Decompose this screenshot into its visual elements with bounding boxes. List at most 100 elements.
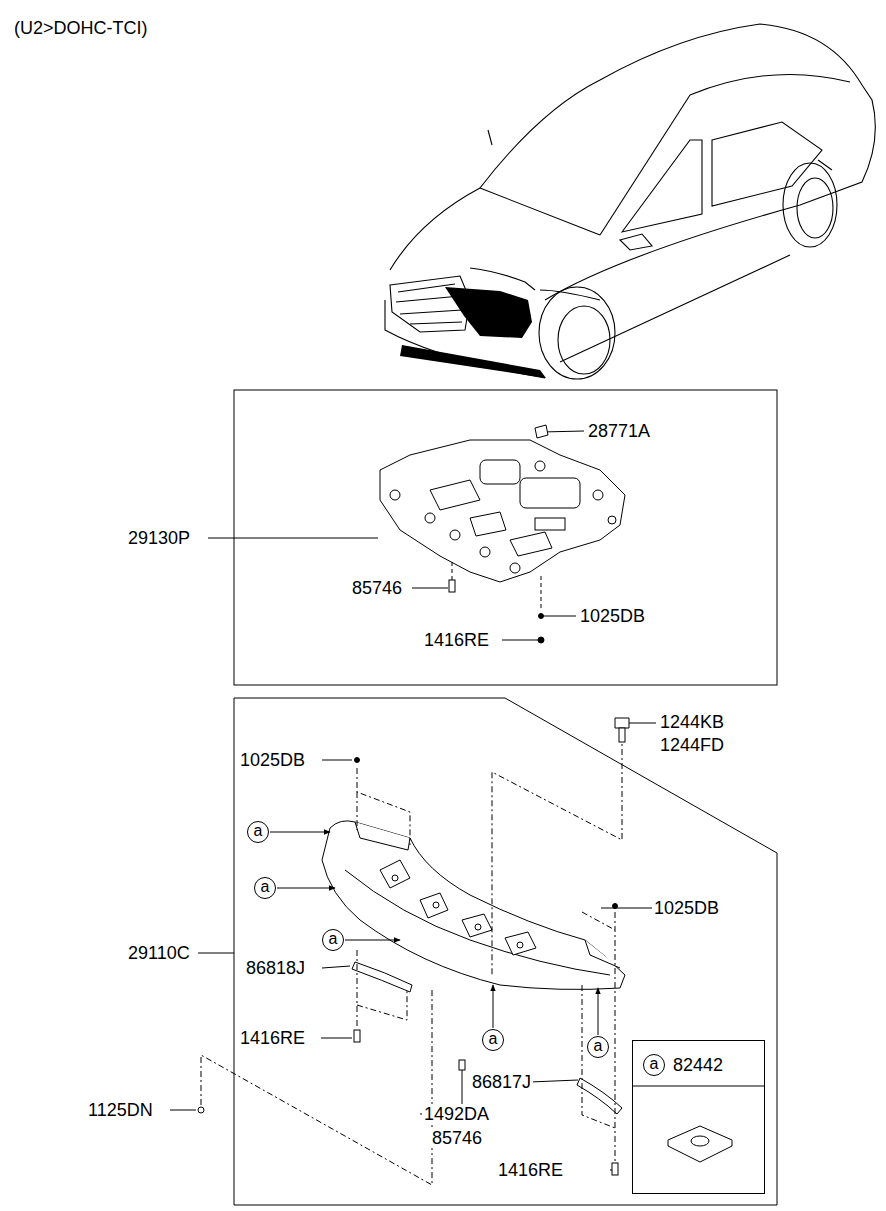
illustration-part — [322, 821, 625, 990]
callout-letter: a — [650, 1056, 659, 1072]
illustration-part — [530, 1080, 578, 1082]
illustration-part — [208, 538, 378, 539]
part-number: 1416RE — [496, 1160, 565, 1180]
illustration-part — [492, 735, 622, 975]
illustration-part — [390, 188, 480, 270]
illustration-part — [352, 962, 412, 992]
illustration-part — [355, 758, 360, 763]
illustration-part — [462, 914, 492, 937]
illustration-part — [459, 1060, 465, 1070]
illustration-part — [322, 760, 352, 761]
callout-circle: a — [587, 1036, 609, 1058]
part-number: 82442 — [673, 1055, 723, 1075]
illustration-part — [540, 290, 600, 300]
callout-circle: a — [482, 1029, 504, 1051]
illustration-part — [270, 832, 330, 833]
illustration-part — [632, 1086, 764, 1087]
callout-circle: a — [643, 1054, 665, 1076]
illustration-part — [277, 888, 335, 889]
illustration-part — [615, 912, 616, 1165]
illustration-part — [480, 460, 520, 484]
illustration-part — [535, 518, 565, 530]
illustration-part — [691, 1136, 709, 1146]
part-number: 1244KB — [658, 712, 726, 732]
illustration-part — [234, 698, 777, 1205]
fastener — [449, 425, 548, 643]
illustration-part — [433, 902, 439, 908]
illustration-part — [598, 988, 599, 1035]
illustration-part — [558, 306, 610, 374]
car-illustration — [385, 24, 875, 379]
illustration-part — [321, 1038, 352, 1039]
callout-letter: a — [254, 823, 263, 839]
part-number: 29130P — [126, 528, 192, 548]
illustration-part — [629, 723, 656, 724]
illustration-part — [354, 1030, 360, 1042]
part-number: 86817J — [470, 1072, 533, 1092]
illustration-part — [535, 461, 545, 471]
illustration-part — [612, 1163, 618, 1175]
callout-letter: a — [329, 931, 338, 947]
illustration-part — [620, 234, 652, 250]
clip-nut-icon — [632, 1086, 764, 1162]
illustration-part — [520, 478, 580, 508]
illustration-part — [345, 940, 400, 941]
illustration-part — [357, 768, 410, 845]
illustration-part — [502, 640, 541, 641]
illustration-part — [541, 616, 576, 617]
undercover-29130P — [380, 440, 625, 582]
illustration-part — [400, 345, 546, 378]
callout-letter: a — [489, 1031, 498, 1047]
illustration-part — [198, 953, 234, 954]
illustration-part — [615, 718, 629, 728]
illustration-part — [470, 512, 506, 536]
illustration-part — [541, 575, 542, 608]
illustration-part — [450, 530, 460, 540]
leader-line — [170, 723, 656, 1170]
illustration-part — [452, 560, 453, 580]
illustration-part — [488, 130, 832, 170]
illustration-part — [357, 990, 407, 1020]
illustration-part — [510, 532, 552, 556]
callout-arrow — [270, 832, 598, 1035]
illustration-part — [600, 95, 690, 235]
illustration-part — [493, 985, 494, 1028]
callout-circle: a — [322, 929, 344, 951]
illustration-part — [390, 490, 400, 500]
part-number: 1416RE — [238, 1028, 307, 1048]
part-number: 1492DA — [422, 1104, 491, 1124]
illustration-part — [345, 870, 610, 975]
leader-line — [201, 735, 622, 1185]
illustration-part — [357, 950, 358, 1028]
illustration-part — [608, 516, 616, 524]
illustration-part — [480, 547, 490, 557]
illustration-part — [355, 822, 410, 850]
part-number: 1244FD — [658, 735, 726, 755]
illustration-part — [539, 287, 615, 379]
illustration-part — [582, 985, 615, 1128]
illustration-part — [392, 875, 398, 881]
part-number: 1025DB — [652, 898, 721, 918]
illustration-part — [538, 637, 544, 643]
section-frame — [234, 390, 777, 1205]
part-number: 1025DB — [578, 606, 647, 626]
illustration-part — [449, 580, 455, 592]
part-number: 85746 — [350, 578, 404, 598]
part-number: 1025DB — [238, 750, 307, 770]
illustration-part — [539, 614, 544, 619]
illustration-part — [425, 513, 435, 523]
illustration-part — [170, 1110, 196, 1111]
undercover-highlight — [400, 287, 546, 378]
illustration-part — [357, 792, 358, 830]
illustration-part — [198, 1107, 204, 1113]
part-number: 86818J — [244, 958, 307, 978]
illustration-part — [690, 74, 850, 95]
illustration-part — [622, 140, 702, 232]
illustration-part — [420, 893, 448, 918]
illustration-part — [535, 425, 548, 438]
illustration-part — [613, 904, 618, 909]
illustration-part — [380, 860, 410, 888]
part-number: 28771A — [586, 421, 652, 441]
undercover-29110C — [322, 821, 625, 990]
